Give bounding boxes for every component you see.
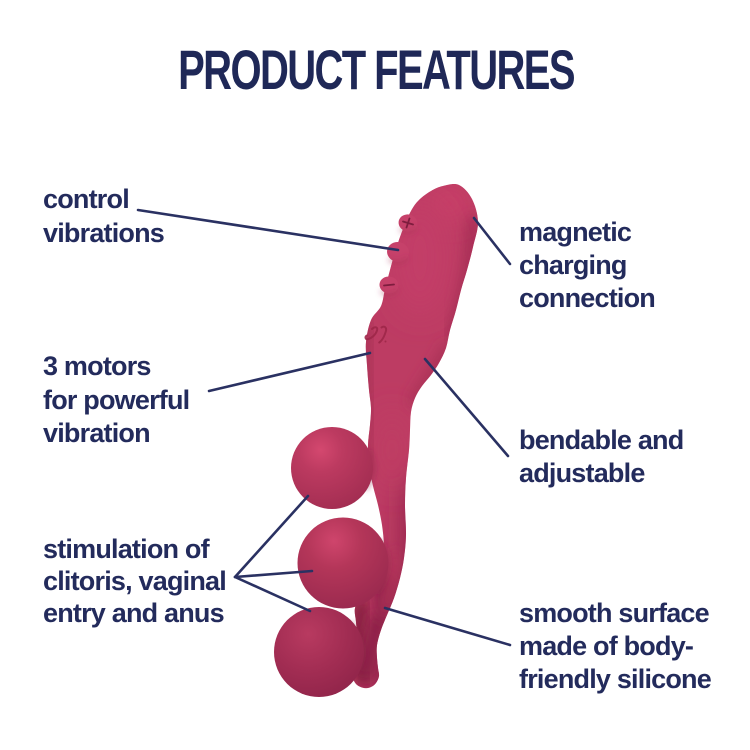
svg-text:clitoris, vaginal: clitoris, vaginal bbox=[43, 566, 226, 596]
svg-text:vibration: vibration bbox=[43, 418, 150, 448]
svg-text:magnetic: magnetic bbox=[519, 217, 632, 247]
svg-text:vibrations: vibrations bbox=[43, 218, 164, 248]
svg-text:smooth surface: smooth surface bbox=[519, 598, 710, 628]
svg-text:connection: connection bbox=[519, 283, 655, 313]
svg-text:entry and anus: entry and anus bbox=[43, 598, 224, 628]
svg-text:PRODUCT FEATURES: PRODUCT FEATURES bbox=[178, 40, 574, 102]
svg-text:3 motors: 3 motors bbox=[43, 351, 151, 381]
svg-text:bendable and: bendable and bbox=[519, 425, 683, 455]
svg-text:charging: charging bbox=[519, 250, 627, 280]
svg-text:friendly silicone: friendly silicone bbox=[519, 664, 712, 694]
svg-text:made of body-: made of body- bbox=[519, 631, 693, 661]
svg-text:stimulation of: stimulation of bbox=[43, 534, 211, 564]
svg-text:for powerful: for powerful bbox=[43, 385, 189, 415]
svg-text:adjustable: adjustable bbox=[519, 458, 645, 488]
svg-text:control: control bbox=[43, 184, 129, 214]
